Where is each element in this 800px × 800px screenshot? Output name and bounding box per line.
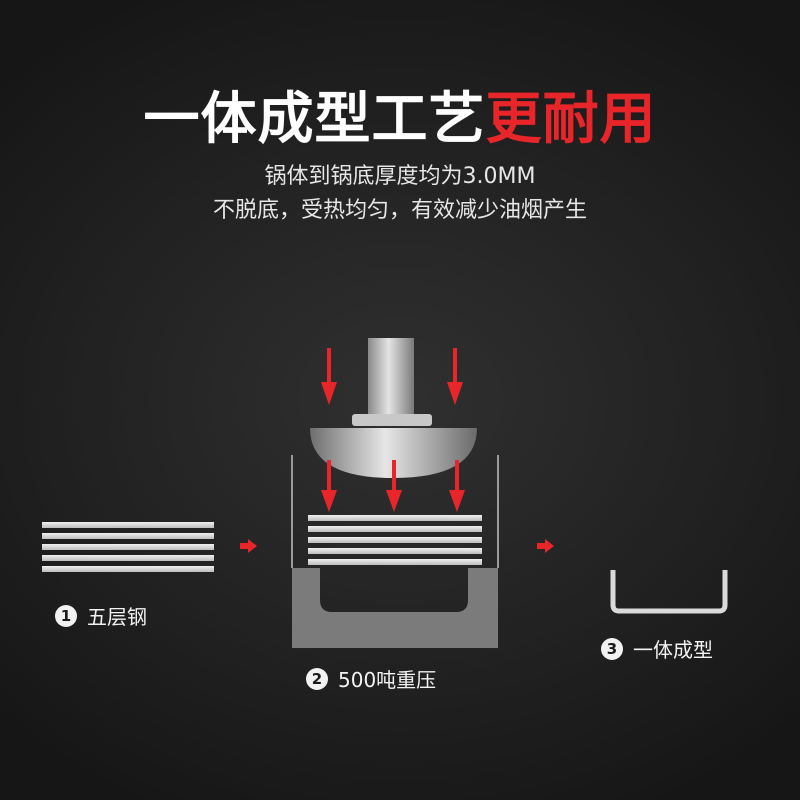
arrow-down-icon: [321, 460, 337, 512]
steel-layer: [42, 555, 214, 561]
arrow-right-icon: [537, 539, 554, 553]
press-collar: [352, 414, 432, 426]
step-number-badge: 1: [55, 604, 77, 627]
steel-layer: [308, 548, 482, 554]
arrow-right-icon: [240, 539, 257, 553]
title-main: 一体成型工艺: [143, 87, 486, 152]
subtitle-line-2: 不脱底，受热均匀，有效减少油烟产生: [212, 198, 587, 223]
arrow-down-icon: [321, 348, 337, 405]
mold-base: [292, 568, 498, 648]
step-3: 3 一体成型: [601, 634, 713, 663]
steel-layer: [42, 566, 214, 572]
steel-layer: [308, 526, 482, 532]
page-title: 一体成型工艺更耐用: [0, 88, 800, 152]
subtitle-line-1: 锅体到锅底厚度均为3.0MM: [264, 164, 536, 189]
arrow-down-icon: [449, 460, 465, 512]
five-layer-steel: [42, 522, 214, 572]
arrow-down-icon: [447, 348, 463, 405]
step-label: 500吨重压: [338, 668, 437, 692]
title-highlight: 更耐用: [485, 87, 657, 152]
steel-layer: [308, 537, 482, 543]
step-label: 五层钢: [87, 605, 147, 629]
press-machine: [291, 338, 499, 648]
steel-layer: [42, 522, 214, 528]
step-number-badge: 2: [306, 667, 328, 690]
step-label: 一体成型: [633, 638, 713, 662]
step-number-badge: 3: [601, 637, 623, 660]
steel-layer: [42, 544, 214, 550]
steel-layer: [308, 515, 482, 521]
steel-layer: [308, 559, 482, 565]
arrow-down-icon: [386, 460, 402, 512]
formed-pan: [610, 570, 728, 614]
step-1: 1 五层钢: [55, 601, 147, 630]
step-2: 2 500吨重压: [306, 664, 436, 693]
press-shaft: [368, 338, 414, 418]
press-dome: [310, 428, 477, 478]
steel-layer: [42, 533, 214, 539]
